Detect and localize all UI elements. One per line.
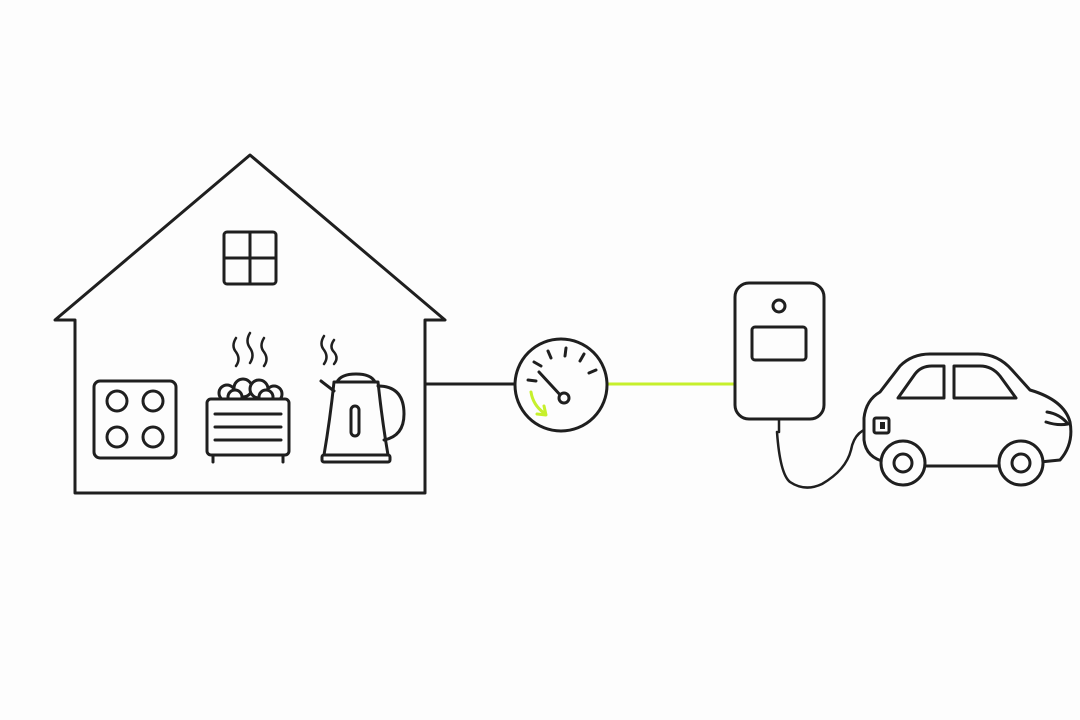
meter-arrow-icon — [529, 390, 546, 415]
rear-wheel-icon — [879, 439, 927, 487]
kettle-icon — [319, 334, 406, 464]
charging-cable — [775, 417, 878, 489]
sauna-heater-icon — [205, 331, 291, 464]
cooktop-icon — [92, 379, 178, 460]
ev-charger-icon — [733, 281, 826, 421]
attic-window-icon — [222, 230, 278, 286]
electric-car-icon — [862, 352, 1073, 487]
front-wheel-icon — [997, 439, 1045, 487]
power-meter-icon — [513, 337, 609, 433]
house-icon — [53, 153, 447, 495]
